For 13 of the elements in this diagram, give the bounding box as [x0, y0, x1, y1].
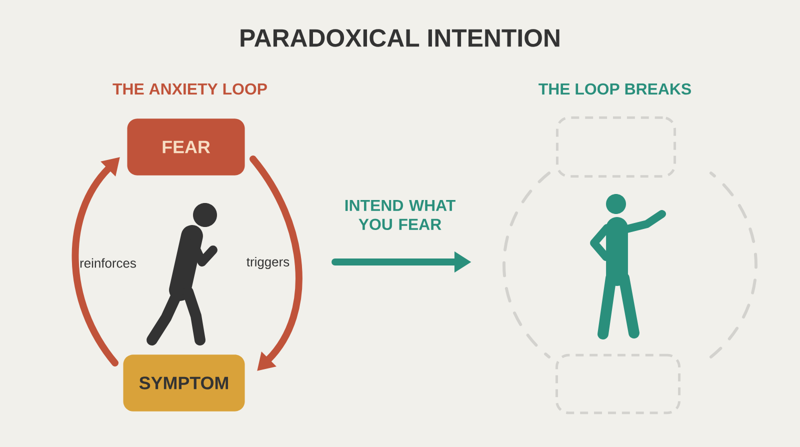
- hunched-person-drawing: [146, 203, 218, 346]
- label-box: SYMPTOM: [123, 354, 245, 412]
- title: PARADOXICAL INTENTION: [240, 29, 560, 47]
- edge-label: triggers: [246, 256, 290, 270]
- edge-label: reinforces: [80, 258, 136, 268]
- section-heading: THE ANXIETY LOOP: [112, 83, 267, 95]
- label-box: FEAR: [127, 118, 245, 176]
- section-heading: THE LOOP BREAKS: [538, 83, 691, 95]
- edge-label: INTEND WHAT YOU FEAR: [345, 200, 456, 230]
- dashed-loop-boundary: [502, 172, 758, 358]
- empty-dashed-box: [556, 354, 681, 414]
- empty-dashed-box: [556, 116, 676, 178]
- standing-person-drawing: [590, 194, 666, 340]
